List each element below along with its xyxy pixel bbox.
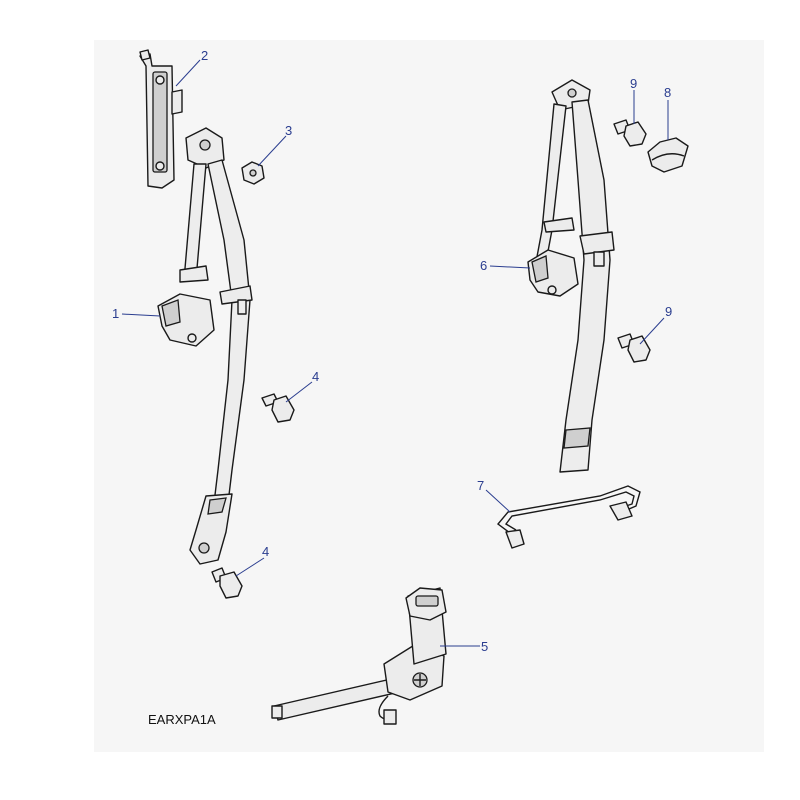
callout-6: 6: [480, 258, 487, 273]
nut: [241, 161, 265, 185]
callout-3: 3: [285, 123, 292, 138]
callout-7: 7: [477, 478, 484, 493]
callout-8: 8: [664, 85, 671, 100]
anchor-cover: [647, 137, 689, 173]
callout-2: 2: [201, 48, 208, 63]
callout-1: 1: [112, 306, 119, 321]
bolt-lower: [211, 567, 243, 599]
cable-assembly: [496, 485, 641, 549]
callout-4-lower: 4: [262, 544, 269, 559]
diagram-code: EARXPA1A: [148, 712, 216, 727]
callout-5: 5: [481, 639, 488, 654]
callout-4-upper: 4: [312, 369, 319, 384]
height-adjuster-rail: [139, 49, 183, 189]
rear-seat-belt-assembly: [527, 79, 615, 473]
bolt-lower-right: [617, 333, 651, 363]
seat-belt-buckle: [271, 587, 447, 725]
callout-9-upper: 9: [630, 76, 637, 91]
front-seat-belt-assembly: [157, 127, 253, 565]
callout-9-lower: 9: [665, 304, 672, 319]
bolt-upper-right: [613, 119, 647, 147]
bolt-upper: [261, 393, 295, 423]
